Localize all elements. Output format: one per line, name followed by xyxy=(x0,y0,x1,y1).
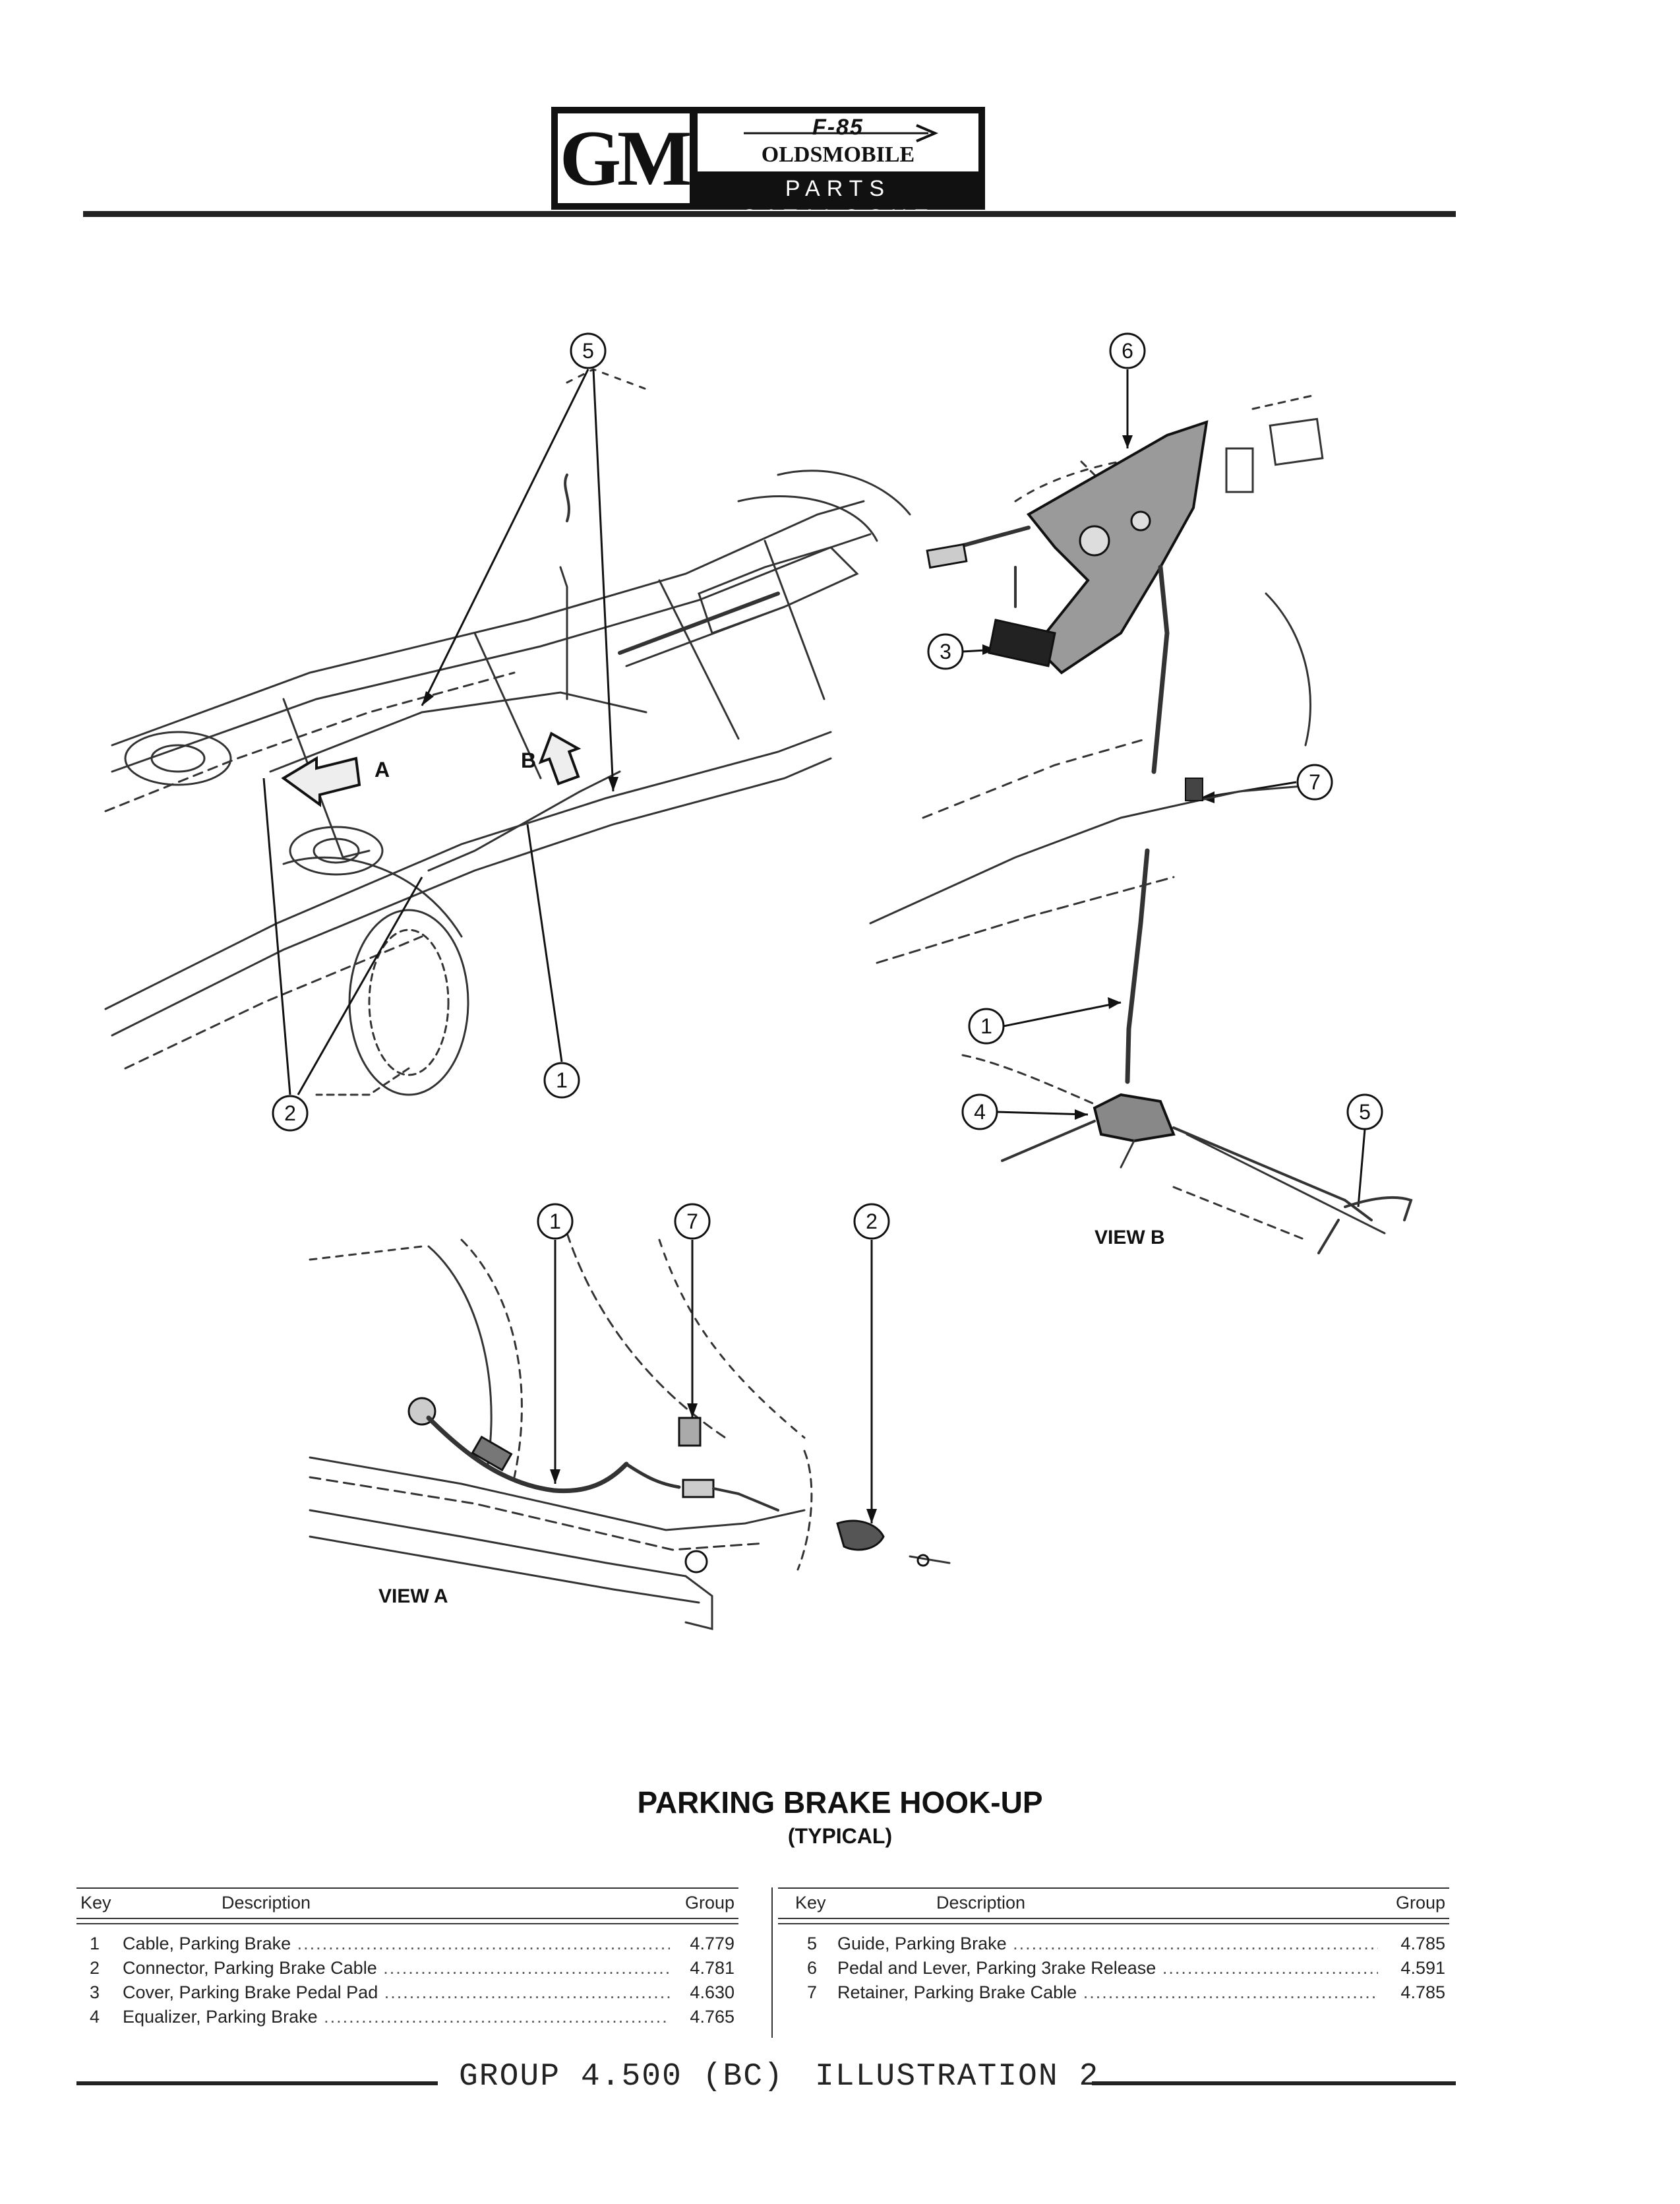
row-group: 4.591 xyxy=(1400,1958,1445,1978)
row-description: Equalizer, Parking Brake xyxy=(123,2007,318,2027)
row-group: 4.785 xyxy=(1400,1982,1445,2002)
table-row: 3 Cover, Parking Brake Pedal Pad .......… xyxy=(76,1982,738,2007)
gm-logo-text: GM xyxy=(558,113,692,203)
leader-dots: ........................................… xyxy=(324,2007,670,2027)
callout-view-b-5-label: 5 xyxy=(1359,1100,1371,1124)
row-key: 4 xyxy=(90,2007,100,2027)
header-key: Key xyxy=(795,1893,826,1913)
page-title: PARKING BRAKE HOOK-UP xyxy=(637,1785,1043,1820)
callout-view-b-3: 3 xyxy=(927,633,964,670)
page-subtitle: (TYPICAL) xyxy=(787,1824,893,1848)
table-top-rule xyxy=(778,1887,1449,1889)
row-group: 4.779 xyxy=(690,1934,735,1953)
leader-dots: ........................................… xyxy=(383,1958,670,1978)
row-key: 3 xyxy=(90,1982,100,2002)
table-row: 5 Guide, Parking Brake .................… xyxy=(778,1934,1449,1958)
catalogue-label: PARTS CATALOGUE xyxy=(740,176,936,230)
callout-view-a-2: 2 xyxy=(853,1203,890,1240)
leader-dots: ........................................… xyxy=(384,1982,670,2002)
header-group: Group xyxy=(684,1893,735,1913)
header-group: Group xyxy=(1395,1893,1445,1913)
callout-main-1-label: 1 xyxy=(556,1068,568,1092)
callout-view-b-4: 4 xyxy=(961,1093,998,1130)
row-key: 5 xyxy=(807,1934,818,1953)
callout-view-a-7: 7 xyxy=(674,1203,711,1240)
row-description: Cover, Parking Brake Pedal Pad xyxy=(123,1982,378,2002)
callout-main-5: 5 xyxy=(570,332,607,369)
view-a-drawing xyxy=(309,1232,951,1630)
callout-view-b-1-label: 1 xyxy=(980,1014,992,1038)
view-a-arrow-icon xyxy=(281,756,361,807)
logo-model-box: F-85 OLDSMOBILE xyxy=(698,113,978,171)
row-description: Connector, Parking Brake Cable xyxy=(123,1958,377,1978)
header-rule xyxy=(83,211,1456,217)
callout-view-b-6-label: 6 xyxy=(1122,339,1133,363)
header-description: Description xyxy=(222,1893,311,1913)
row-group: 4.765 xyxy=(690,2007,735,2027)
row-description: Pedal and Lever, Parking 3rake Release xyxy=(837,1958,1156,1978)
row-description: Guide, Parking Brake xyxy=(837,1934,1007,1953)
row-description: Cable, Parking Brake xyxy=(123,1934,291,1953)
table-row: 6 Pedal and Lever, Parking 3rake Release… xyxy=(778,1958,1449,1982)
table-header-rule xyxy=(76,1918,738,1924)
callout-view-a-1-label: 1 xyxy=(549,1209,561,1233)
row-key: 2 xyxy=(90,1958,100,1978)
table-header-rule xyxy=(778,1918,1449,1924)
table-header: Key Description Group xyxy=(778,1889,1449,1918)
frame-view-drawing xyxy=(104,368,1366,1208)
table-header: Key Description Group xyxy=(76,1889,738,1918)
callout-view-b-6: 6 xyxy=(1109,332,1146,369)
footer: GROUP 4.500 (BC) ILLUSTRATION 2 xyxy=(76,2055,1456,2108)
callout-view-a-2-label: 2 xyxy=(866,1209,878,1233)
callout-view-b-4-label: 4 xyxy=(974,1100,986,1124)
arrow-icon xyxy=(744,124,939,142)
callout-layer: 5 2 1 6 3 7 1 4 5 1 7 2 A xyxy=(272,332,1383,1240)
callout-main-2-label: 2 xyxy=(284,1101,296,1125)
parts-table-right: Key Description Group 5 Guide, Parking B… xyxy=(778,1887,1449,2007)
header-description: Description xyxy=(936,1893,1026,1913)
row-key: 1 xyxy=(90,1934,100,1953)
view-b-drawing xyxy=(869,394,1413,1254)
footer-rule-right xyxy=(1092,2081,1456,2085)
row-group: 4.785 xyxy=(1400,1934,1445,1953)
view-b-arrow-icon xyxy=(538,731,582,785)
view-a-label: VIEW A xyxy=(378,1585,448,1607)
callout-view-b-7-label: 7 xyxy=(1309,770,1321,794)
row-group: 4.781 xyxy=(690,1958,735,1978)
footer-group: GROUP 4.500 (BC) xyxy=(459,2059,784,2095)
header-key: Key xyxy=(80,1893,111,1913)
callout-view-b-5: 5 xyxy=(1346,1093,1383,1130)
footer-rule-left xyxy=(76,2081,438,2085)
arrow-b-label: B xyxy=(521,749,536,772)
leader-dots: ........................................… xyxy=(1162,1958,1378,1978)
parts-table-left: Key Description Group 1 Cable, Parking B… xyxy=(76,1887,738,2031)
row-description: Retainer, Parking Brake Cable xyxy=(837,1982,1077,2002)
row-key: 6 xyxy=(807,1958,818,1978)
row-group: 4.630 xyxy=(690,1982,735,2002)
arrow-a-label: A xyxy=(375,758,390,781)
callout-view-a-1: 1 xyxy=(537,1203,574,1240)
footer-illustration: ILLUSTRATION 2 xyxy=(815,2059,1100,2095)
model-name: F-85 xyxy=(812,115,864,140)
leader-dots: ........................................… xyxy=(297,1934,670,1953)
table-row: 2 Connector, Parking Brake Cable .......… xyxy=(76,1958,738,1982)
callout-main-1: 1 xyxy=(543,1062,580,1099)
callout-main-2: 2 xyxy=(272,1095,309,1132)
callout-view-b-1: 1 xyxy=(968,1008,1005,1045)
table-top-rule xyxy=(76,1887,738,1889)
callout-view-a-7-label: 7 xyxy=(686,1209,698,1233)
row-key: 7 xyxy=(807,1982,818,2002)
callout-view-b-7: 7 xyxy=(1296,764,1333,801)
view-b-label: VIEW B xyxy=(1095,1227,1165,1248)
brand-name: OLDSMOBILE xyxy=(761,142,915,167)
table-divider xyxy=(771,1887,773,2038)
table-row: 4 Equalizer, Parking Brake .............… xyxy=(76,2007,738,2031)
callout-view-b-3-label: 3 xyxy=(940,640,951,663)
callout-main-5-label: 5 xyxy=(582,339,594,363)
leader-dots: ........................................… xyxy=(1083,1982,1378,2002)
table-row: 1 Cable, Parking Brake .................… xyxy=(76,1934,738,1958)
gm-parts-catalogue-logo: GM F-85 OLDSMOBILE PARTS CATALOGUE xyxy=(551,107,985,230)
leader-dots: ........................................… xyxy=(1013,1934,1378,1953)
table-row: 7 Retainer, Parking Brake Cable ........… xyxy=(778,1982,1449,2007)
